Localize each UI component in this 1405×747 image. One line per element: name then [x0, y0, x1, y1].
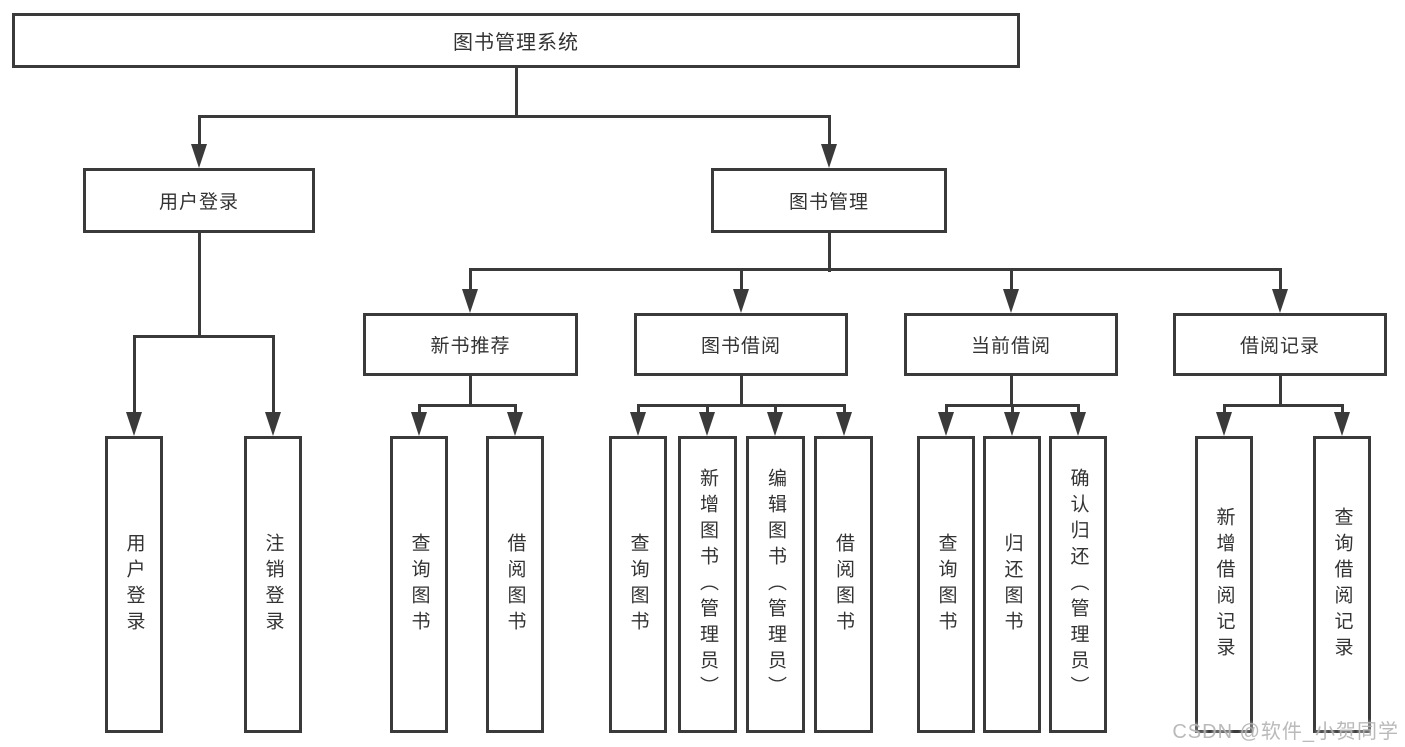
leaf-label: 借阅图书 [833, 532, 854, 637]
leaf-label: 新增借阅记录 [1213, 506, 1235, 663]
connector-line [1278, 270, 1282, 292]
leaf-borrow-books-recommend: 借阅图书 [486, 436, 544, 733]
connector-line [197, 115, 831, 118]
node-book-borrowing: 图书借阅 [634, 313, 848, 376]
connector-line [271, 337, 275, 415]
connector-line [1010, 406, 1014, 415]
connector-line [636, 404, 846, 407]
leaf-edit-books-admin: 编辑图书（管理员） [746, 436, 805, 733]
leaf-label: 注销登录 [262, 532, 284, 637]
leaf-label: 新增图书（管理员） [697, 467, 718, 702]
connector-line [1076, 406, 1080, 415]
leaf-label: 归还图书 [1001, 532, 1023, 637]
leaf-borrow-books: 借阅图书 [814, 436, 873, 733]
leaf-add-books-admin: 新增图书（管理员） [678, 436, 737, 733]
arrow-down-icon [507, 412, 523, 436]
connector-line [197, 233, 201, 338]
arrow-down-icon [411, 412, 427, 436]
arrow-down-icon [191, 144, 207, 168]
node-borrowing-records: 借阅记录 [1173, 313, 1387, 376]
leaf-label: 用户登录 [123, 532, 145, 637]
leaf-label: 查询借阅记录 [1331, 506, 1353, 663]
leaf-label: 查询图书 [935, 532, 957, 637]
connector-line [773, 406, 777, 415]
leaf-query-books-recommend: 查询图书 [390, 436, 448, 733]
leaf-add-borrow-record: 新增借阅记录 [1195, 436, 1253, 733]
connector-line [1009, 376, 1013, 407]
arrow-down-icon [1070, 412, 1086, 436]
node-user-login: 用户登录 [83, 168, 315, 233]
leaf-return-books: 归还图书 [983, 436, 1041, 733]
arrow-down-icon [821, 144, 837, 168]
leaf-label: 查询图书 [627, 532, 649, 637]
connector-line [197, 117, 201, 147]
arrow-down-icon [767, 412, 783, 436]
arrow-down-icon [938, 412, 954, 436]
arrow-down-icon [1334, 412, 1350, 436]
connector-line [468, 270, 472, 292]
csdn-watermark: CSDN @软件_小贺同学 [1172, 721, 1399, 743]
arrow-down-icon [265, 412, 281, 436]
leaf-label: 编辑图书（管理员） [765, 467, 786, 702]
arrow-down-icon [699, 412, 715, 436]
connector-line [1278, 376, 1282, 407]
leaf-label: 确认归还（管理员） [1067, 467, 1089, 702]
leaf-label: 借阅图书 [504, 532, 526, 637]
arrow-down-icon [1004, 412, 1020, 436]
leaf-label: 查询图书 [408, 532, 430, 637]
node-current-borrowing: 当前借阅 [904, 313, 1118, 376]
connector-line [468, 268, 1282, 271]
node-new-book-recommend: 新书推荐 [363, 313, 578, 376]
connector-line [513, 406, 517, 415]
arrow-down-icon [1003, 289, 1019, 313]
connector-line [1222, 404, 1344, 407]
connector-line [636, 406, 640, 415]
leaf-query-borrow-record: 查询借阅记录 [1313, 436, 1371, 733]
connector-line [132, 337, 136, 415]
leaf-user-login: 用户登录 [105, 436, 163, 733]
leaf-query-books-current: 查询图书 [917, 436, 975, 733]
connector-line [827, 117, 831, 147]
connector-line [1340, 406, 1344, 415]
connector-line [469, 376, 472, 407]
arrow-down-icon [126, 412, 142, 436]
node-root-system: 图书管理系统 [12, 13, 1020, 68]
connector-line [417, 404, 517, 407]
connector-line [827, 233, 831, 272]
connector-line [944, 404, 1080, 407]
connector-line [132, 335, 275, 338]
leaf-confirm-return-admin: 确认归还（管理员） [1049, 436, 1107, 733]
node-book-management: 图书管理 [711, 168, 947, 233]
arrow-down-icon [462, 289, 478, 313]
leaf-logout: 注销登录 [244, 436, 302, 733]
connector-line [705, 406, 709, 415]
connector-line [1009, 270, 1013, 292]
connector-line [739, 270, 743, 292]
arrow-down-icon [733, 289, 749, 313]
connector-line [514, 68, 518, 118]
leaf-query-books-borrowing: 查询图书 [609, 436, 667, 733]
connector-line [944, 406, 948, 415]
connector-line [739, 376, 743, 407]
connector-line [1222, 406, 1226, 415]
connector-line [417, 406, 421, 415]
arrow-down-icon [836, 412, 852, 436]
arrow-down-icon [630, 412, 646, 436]
arrow-down-icon [1216, 412, 1232, 436]
connector-line [842, 406, 846, 415]
arrow-down-icon [1272, 289, 1288, 313]
